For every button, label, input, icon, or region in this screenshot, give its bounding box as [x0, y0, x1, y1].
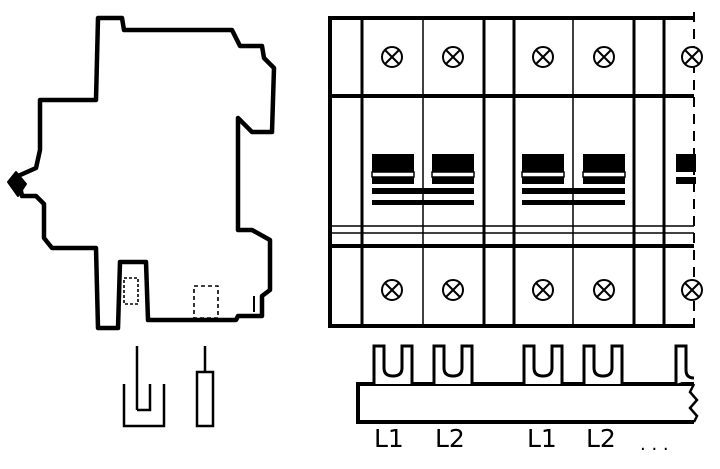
breaker-side-outline [15, 15, 277, 331]
busbar-fork-icon [522, 344, 564, 386]
front-frame [328, 16, 694, 328]
busbar-fork-icon [372, 344, 414, 386]
breaker-front-view [328, 12, 695, 330]
bottom-terminal-screws [381, 279, 703, 301]
breaker-levers [371, 153, 696, 205]
busbar-fork-icon [432, 344, 474, 386]
screw-icon [532, 279, 554, 301]
busbar-fork-icon [582, 344, 624, 386]
screw-icon [381, 46, 403, 68]
screw-icon [593, 279, 615, 301]
screw-icon [442, 279, 464, 301]
top-terminal-screws [381, 46, 703, 68]
continuation-marker: . . . [640, 434, 669, 455]
screw-icon [593, 46, 615, 68]
breaker-side-view [7, 15, 277, 331]
terminal-pocket-left [123, 277, 139, 305]
toggle-lever-icon [371, 153, 415, 185]
terminal-pocket-right [193, 285, 219, 319]
phase-label-l1: L1 [374, 424, 404, 453]
phase-label-l2: L2 [435, 424, 465, 453]
breaker-din-clip [7, 171, 27, 197]
phase-label-l1: L1 [527, 424, 557, 453]
toggle-lever-icon [521, 153, 565, 185]
busbar-profile-view [122, 346, 215, 428]
toggle-lever-icon [582, 153, 626, 185]
screw-icon [381, 279, 403, 301]
busbar-strip [356, 382, 694, 424]
screw-icon [442, 46, 464, 68]
screw-icon [681, 46, 703, 68]
phase-label-l2: L2 [586, 424, 616, 453]
toggle-lever-icon [431, 153, 475, 185]
busbar [356, 344, 699, 424]
screw-icon [681, 279, 703, 301]
screw-icon [532, 46, 554, 68]
